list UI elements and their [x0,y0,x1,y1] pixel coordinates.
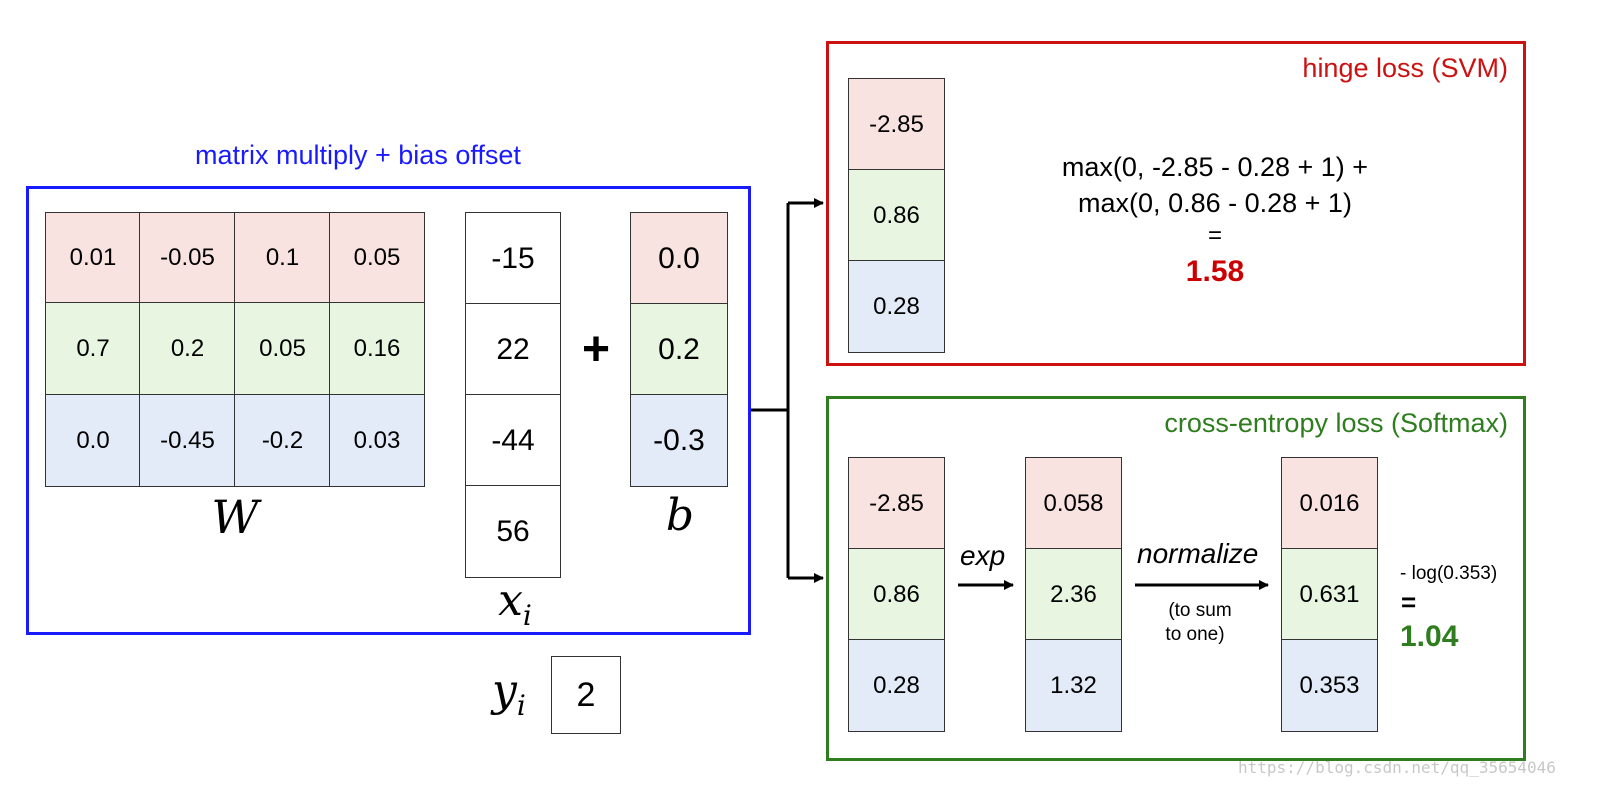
softmax-score-cell: 0.86 [848,548,945,641]
x-cell: -44 [465,394,561,487]
prob-cell: 0.631 [1281,548,1378,641]
b-label: b [665,490,695,541]
x-cell: 56 [465,485,561,578]
w-cell: 0.16 [329,302,425,396]
neg-log-text: - log(0.353) [1400,563,1498,584]
w-cell: 0.01 [45,212,141,304]
w-label: W [211,490,259,544]
w-cell: -0.05 [139,212,236,304]
normalize-note-line2: to one) [1165,624,1225,645]
y-value-box: 2 [551,656,621,734]
w-cell: 0.7 [45,302,141,396]
w-cell: 0.03 [329,394,425,487]
w-cell: -0.2 [234,394,331,487]
normalize-label: normalize [1137,538,1259,569]
x-cell: 22 [465,303,561,396]
hinge-loss-panel [826,41,1526,366]
exp-value-cell: 2.36 [1025,548,1122,641]
b-cell: -0.3 [630,394,728,487]
watermark: https://blog.csdn.net/qq_35654046 [1238,758,1556,777]
hinge-formula-line1: max(0, -2.85 - 0.28 + 1) + [1061,152,1369,182]
hinge-result: 1.58 [1185,255,1245,288]
prob-cell: 0.016 [1281,457,1378,550]
normalize-note-line1: (to sum [1168,600,1232,621]
hinge-score-cell: -2.85 [848,78,945,171]
plus-sign: + [581,323,611,376]
hinge-formula-line2: max(0, 0.86 - 0.28 + 1) [1078,188,1352,218]
hinge-loss-title: hinge loss (SVM) [1302,53,1508,83]
softmax-loss-panel [826,396,1526,761]
matrix-section-title: matrix multiply + bias offset [195,140,521,170]
w-cell: 0.05 [234,302,331,396]
hinge-score-cell: 0.86 [848,169,945,262]
x-cell: -15 [465,212,561,305]
exp-value-cell: 0.058 [1025,457,1122,550]
softmax-equals: = [1401,587,1417,617]
hinge-equals: = [1207,222,1222,249]
y-label: yi [492,665,526,722]
x-label: xi [498,575,532,632]
w-cell: 0.0 [45,394,141,487]
exp-value-cell: 1.32 [1025,639,1122,732]
exp-label: exp [960,540,1006,571]
softmax-score-cell: 0.28 [848,639,945,732]
matrix-section-frame [26,186,751,635]
softmax-result: 1.04 [1400,620,1459,653]
prob-cell: 0.353 [1281,639,1378,732]
softmax-score-cell: -2.85 [848,457,945,550]
b-cell: 0.0 [630,212,728,305]
softmax-loss-title: cross-entropy loss (Softmax) [1164,408,1508,438]
w-cell: -0.45 [139,394,236,487]
hinge-score-cell: 0.28 [848,260,945,353]
